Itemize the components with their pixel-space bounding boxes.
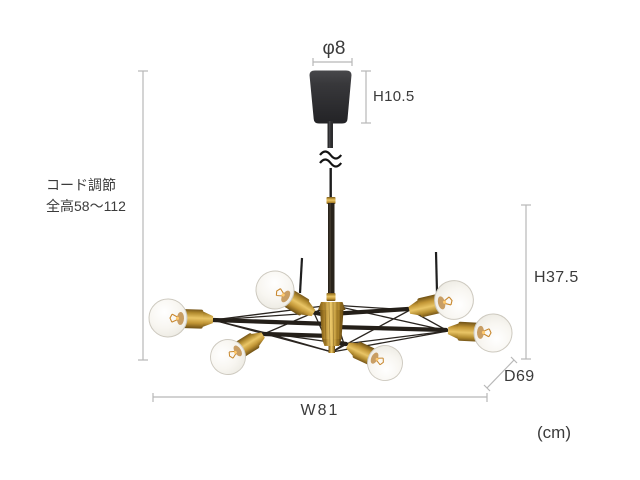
rod-foot-collar bbox=[326, 293, 336, 301]
cord-adjust-note-line1: コード調節 bbox=[46, 177, 116, 193]
socket-cords bbox=[298, 251, 439, 294]
arm bbox=[210, 317, 334, 327]
dim-fixture-height-line bbox=[521, 204, 531, 360]
dimension-lines bbox=[138, 58, 531, 402]
rod-highlight bbox=[329, 203, 331, 295]
cord-adjust-note-line2: 全高58～112 bbox=[46, 198, 126, 214]
rod bbox=[328, 203, 335, 295]
socket-cord-left bbox=[298, 257, 304, 294]
arm bbox=[261, 331, 334, 339]
cord-highlight bbox=[329, 121, 331, 148]
canopy-diameter-label: φ8 bbox=[322, 38, 346, 59]
unit-label: (cm) bbox=[537, 423, 571, 442]
arm bbox=[328, 306, 411, 317]
arm bbox=[331, 324, 449, 333]
cord-adjust-note: コード調節 全高58～112 bbox=[46, 175, 126, 217]
rod-collar bbox=[326, 197, 336, 204]
bulb-unit bbox=[203, 319, 273, 382]
fixture-height-label: H37.5 bbox=[534, 269, 579, 286]
socket-cord-right bbox=[434, 251, 439, 293]
width-label: W81 bbox=[300, 402, 340, 419]
dim-total-height-line bbox=[138, 70, 148, 361]
bulb-unit bbox=[339, 329, 409, 387]
bulb-unit bbox=[147, 297, 215, 340]
dim-canopy-diameter-line bbox=[312, 58, 353, 66]
depth-label: D69 bbox=[504, 368, 535, 385]
canopy-height-label: H10.5 bbox=[373, 88, 415, 105]
dim-canopy-height-line bbox=[361, 70, 371, 124]
center-hub bbox=[318, 301, 346, 353]
power-cord-lower bbox=[329, 168, 332, 199]
dim-width-line bbox=[152, 393, 488, 402]
dim-depth-line bbox=[483, 356, 518, 392]
ceiling-canopy bbox=[309, 70, 352, 124]
hub-ribs bbox=[324, 301, 342, 347]
cord-break-icon bbox=[319, 150, 343, 168]
bulb-unit bbox=[404, 276, 478, 330]
